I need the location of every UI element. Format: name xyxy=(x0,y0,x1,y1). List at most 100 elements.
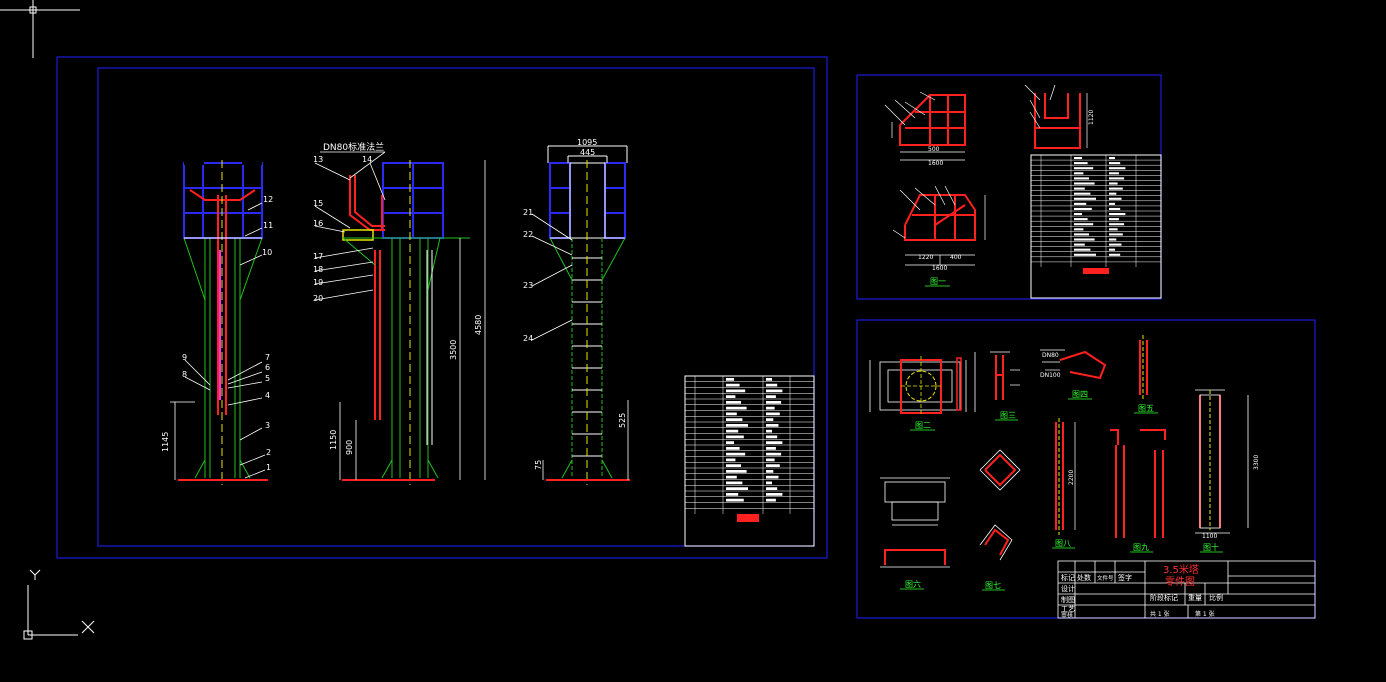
bom-cell-text xyxy=(1074,218,1088,221)
bom-cell-text xyxy=(1109,172,1119,175)
sheet2-dn100: DN100 xyxy=(1040,372,1061,379)
ucs-axis-icon xyxy=(23,569,95,640)
tb-mark: 标记 xyxy=(1061,573,1075,582)
side-callout-18: 18 xyxy=(313,265,323,274)
bom-cell-text xyxy=(1109,253,1121,256)
side-callout-19: 19 xyxy=(313,278,323,287)
front-callout-2: 2 xyxy=(266,448,271,457)
bom-cell-text xyxy=(726,493,739,496)
bom-cell-text xyxy=(726,464,741,467)
bom-cell-text xyxy=(1109,238,1117,241)
bom-cell-text xyxy=(726,429,739,433)
bom-cell-text xyxy=(1074,157,1082,160)
fig-label-7: 图七 xyxy=(985,581,1001,590)
bom-cell-text xyxy=(726,383,740,387)
bom-cell-text xyxy=(1074,187,1085,190)
bom-cell-text xyxy=(766,412,780,416)
front-callout-11: 11 xyxy=(263,221,273,230)
bom-cell-text xyxy=(1074,223,1094,226)
bom-cell-text xyxy=(1074,192,1091,195)
bom-cell-text xyxy=(726,418,743,421)
tb-design: 设计 xyxy=(1061,584,1075,593)
bom-cell-text xyxy=(1109,218,1119,221)
bom-cell-text xyxy=(766,441,783,444)
sheet2-dn80: DN80 xyxy=(1042,352,1059,359)
bom-cell-text xyxy=(726,435,744,439)
front-callout-1: 1 xyxy=(266,463,271,472)
fig-label-10: 图十 xyxy=(1203,542,1219,552)
fig-label-2: 图二 xyxy=(915,421,931,430)
bom-cell-text xyxy=(1109,213,1126,216)
bom-cell-text xyxy=(1074,202,1087,205)
sheet2-dim-2200: 2200 xyxy=(1068,470,1075,485)
side-callout-17: 17 xyxy=(313,252,323,261)
tb-title-line1: 3.5米塔 xyxy=(1163,563,1199,576)
ladder-callout-24: 24 xyxy=(523,334,533,343)
bom-cell-text xyxy=(1109,182,1118,185)
bom-cell-text xyxy=(766,435,778,439)
front-callout-6: 6 xyxy=(265,363,270,372)
ladder-dim-1095: 1095 xyxy=(577,138,597,147)
bom-cell-text xyxy=(766,458,775,462)
bom-cell-text xyxy=(766,481,772,485)
bom-cell-text xyxy=(1109,197,1122,200)
bom-cell-text xyxy=(766,464,780,467)
front-callout-5: 5 xyxy=(265,374,270,383)
side-callout-15: 15 xyxy=(313,199,323,208)
bom-cell-text xyxy=(1109,187,1123,190)
front-callout-12: 12 xyxy=(263,195,273,204)
ladder-view: 1095 445 21 22 23 24 525 75 xyxy=(523,138,630,485)
sheet1-dim-1600b: 1600 xyxy=(932,265,947,272)
bom-cell-text xyxy=(1109,167,1126,170)
side-flange-note: DN80标准法兰 xyxy=(323,141,384,153)
bom-cell-text xyxy=(1074,177,1089,180)
bom-cell-text xyxy=(1109,207,1121,210)
side-dim-900: 900 xyxy=(345,440,354,455)
bom-cell-text xyxy=(766,452,782,456)
fig-label-4: 图四 xyxy=(1072,390,1088,399)
bom-cell-text xyxy=(726,487,748,490)
ladder-dim-445: 445 xyxy=(580,148,595,157)
bom-cell-text xyxy=(1109,177,1125,180)
front-view: 12 11 10 9 8 7 6 5 4 3 2 1 1145 xyxy=(161,160,273,485)
bom-cell-text xyxy=(766,487,778,490)
bom-cell-text xyxy=(726,475,737,479)
bom-cell-text xyxy=(1074,213,1082,216)
sheet1-dim-1600: 1600 xyxy=(928,160,943,167)
bom-cell-text xyxy=(1074,197,1096,200)
side-callout-13: 13 xyxy=(313,155,323,164)
fig-label-3: 图三 xyxy=(1000,411,1016,420)
bom-cell-text xyxy=(726,452,746,456)
side-callout-20: 20 xyxy=(313,294,323,303)
bom-cell-text xyxy=(1074,172,1084,175)
ladder-callout-21: 21 xyxy=(523,208,533,217)
bom-cell-text xyxy=(726,412,737,416)
side-dim-1150: 1150 xyxy=(329,430,338,450)
side-view: DN80标准法兰 13 14 15 16 17 18 19 20 3500 45… xyxy=(313,141,486,485)
tb-process: 工艺 xyxy=(1061,605,1075,613)
bom-cell-text xyxy=(1074,248,1091,251)
bom-cell-text xyxy=(726,389,746,393)
bom-cell-text xyxy=(726,401,741,404)
bom-cell-text xyxy=(1074,253,1096,256)
tb-draw: 制图 xyxy=(1061,595,1075,604)
bom-cell-text xyxy=(1074,243,1085,246)
fig-label-8: 图八 xyxy=(1055,539,1071,548)
bom-cell-text xyxy=(766,378,772,381)
bom-cell-text xyxy=(726,378,734,381)
bom-cell-text xyxy=(1109,157,1115,160)
bom-cell-text xyxy=(1109,162,1121,165)
bom-cell-text xyxy=(766,475,779,479)
bom-cell-text xyxy=(766,470,774,473)
bom-cell-text xyxy=(766,383,778,387)
bom-cell-text xyxy=(766,406,775,410)
fig-label-1: 图一 xyxy=(930,277,946,286)
ladder-dim-75: 75 xyxy=(534,460,543,470)
side-dim-4580: 4580 xyxy=(474,315,483,335)
tb-count: 处数 xyxy=(1077,573,1091,582)
bom-cell-text xyxy=(1109,233,1123,236)
sheet1-dim-500: 500 xyxy=(928,146,940,153)
sheet1-dim-1120: 1120 xyxy=(1088,110,1095,125)
bom-cell-text xyxy=(1074,162,1088,165)
